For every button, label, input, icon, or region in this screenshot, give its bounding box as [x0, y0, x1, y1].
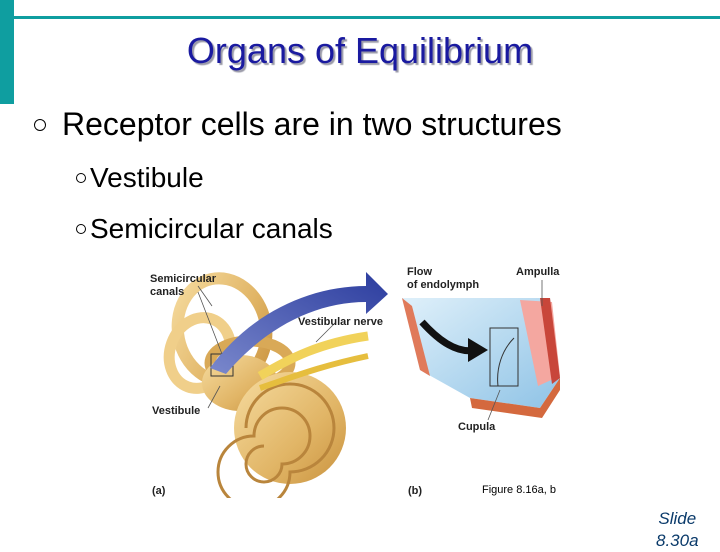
bullet-icon: [34, 118, 46, 131]
leader-lines: [197, 280, 543, 421]
label-vestibular-nerve: Vestibular nerve: [298, 316, 383, 328]
figure-caption: Figure 8.16a, b: [482, 484, 556, 496]
label-semicircular: Semicircular: [150, 273, 217, 285]
bullet-sub-text: Vestibule: [90, 162, 204, 193]
bullet-main-text: Receptor cells are in two structures: [62, 106, 562, 142]
accent-bar-top: [14, 16, 720, 19]
label-panel-b: (b): [408, 485, 422, 497]
bullet-icon: [76, 173, 86, 183]
bullet-icon: [76, 224, 86, 234]
label-endolymph: of endolymph: [407, 279, 479, 291]
label-panel-a: (a): [152, 485, 166, 497]
bullet-sub-text: Semicircular canals: [90, 213, 333, 244]
ampulla-illustration: [402, 298, 560, 418]
slide-title: Organs of Equilibrium: [186, 30, 534, 71]
slide-number: Slide 8.30a: [656, 508, 699, 552]
slide-number-value: 8.30a: [656, 531, 699, 550]
inner-ear-figure: Semicircular canals Vestibular nerve Ves…: [150, 266, 560, 498]
flow-arrow: [210, 272, 388, 374]
slide-number-label: Slide: [658, 509, 697, 528]
label-flow: Flow: [407, 266, 432, 278]
bullet-sub-vestibule: Vestibule: [76, 162, 204, 194]
bullet-main: Receptor cells are in two structures: [34, 106, 562, 143]
label-vestibule: Vestibule: [152, 405, 200, 417]
label-ampulla: Ampulla: [516, 266, 560, 278]
accent-bar-left: [0, 0, 14, 104]
label-cupula: Cupula: [458, 421, 496, 433]
label-canals: canals: [150, 286, 184, 298]
bullet-sub-canals: Semicircular canals: [76, 213, 333, 245]
